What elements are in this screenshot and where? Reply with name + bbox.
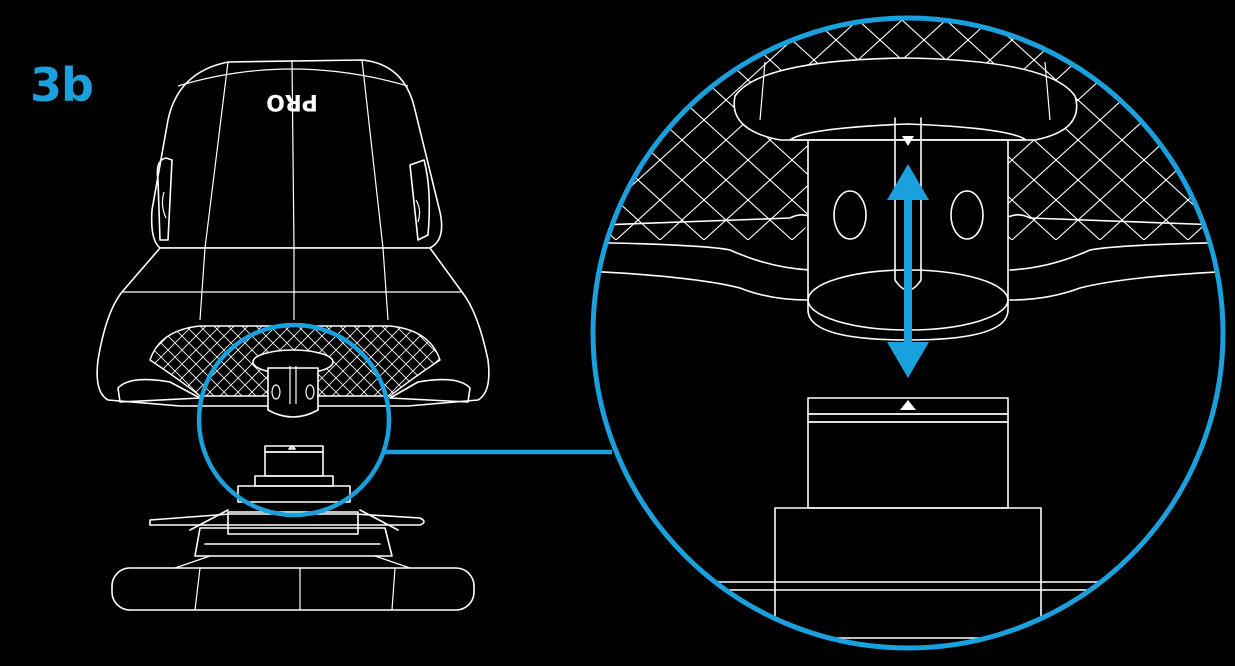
base-plate bbox=[111, 509, 475, 611]
right-side-light bbox=[409, 159, 431, 241]
left-side-light bbox=[156, 157, 173, 241]
base-receiver bbox=[237, 445, 351, 503]
zoom-source-circle bbox=[196, 322, 392, 518]
direction-double-arrow-icon bbox=[887, 164, 929, 378]
brand-text: PRO bbox=[266, 89, 318, 114]
alignment-marker-top bbox=[902, 136, 914, 146]
zoom-detail bbox=[590, 15, 1226, 651]
alignment-marker-bottom bbox=[900, 400, 916, 410]
step-label: 3b bbox=[30, 58, 94, 112]
device-overview: PRO bbox=[96, 59, 490, 611]
zoom-detail-circle bbox=[590, 15, 1226, 651]
connector-peg bbox=[252, 349, 334, 418]
zoom-shroud bbox=[733, 57, 1078, 141]
device-dome bbox=[150, 59, 443, 249]
